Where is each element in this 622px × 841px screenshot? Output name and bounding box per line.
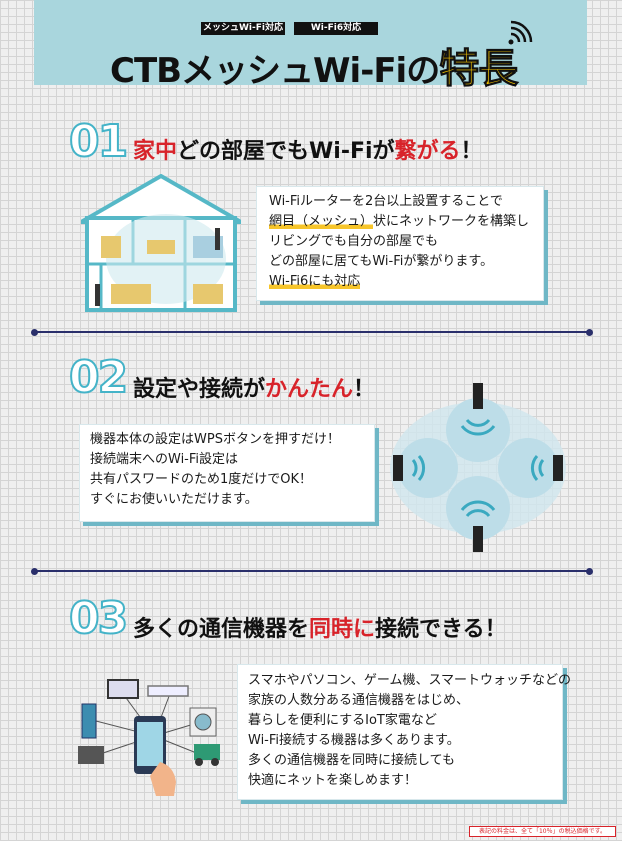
section-03-line: スマホやパソコン、ゲーム機、スマートウォッチなどの [248,673,572,688]
header-banner [34,0,587,85]
heading-01-part2: どの部屋でもWi-Fiが [177,139,395,164]
section-03-textbox: スマホやパソコン、ゲーム機、スマートウォッチなどの 家族の人数分ある通信機器をは… [237,664,572,800]
section-number-02: 02 [68,351,129,404]
heading-03-part1: 多くの通信機器を [133,617,310,642]
mesh-network-illustration [390,383,566,552]
divider-dot [586,568,593,575]
divider-dot [31,329,38,336]
heading-03-part2: 同時に [309,617,376,642]
section-01-line-rest: 状にネットワークを構築し [373,214,530,229]
section-02-line: 接続端末へのWi-Fi設定は [90,452,239,467]
section-01-textbox: Wi-Fiルーターを2台以上設置することで 網目（メッシュ）状にネットワークを構… [256,186,544,301]
wifi-signal-icon [508,20,533,45]
section-03-line: 暮らしを便利にするIoT家電など [248,713,437,728]
section-number-03: 03 [68,592,129,645]
divider [33,570,591,572]
divider-dot [31,568,38,575]
badge-mesh-wifi: メッシュWi-Fi対応 [201,22,285,35]
section-02-line: 機器本体の設定はWPSボタンを押すだけ！ [90,432,340,447]
section-03-line: 快適にネットを楽しめます！ [248,773,418,788]
section-heading-02: 設定や接続がかんたん！ [133,371,375,403]
section-02-textbox: 機器本体の設定はWPSボタンを押すだけ！ 接続端末へのWi-Fi設定は 共有パス… [79,424,375,522]
mesh-highlight: 網目（メッシュ） [269,214,374,229]
section-01-line: Wi-Fi6にも対応 [269,272,543,292]
footnote: 表記の料金は、全て「10％」の税込価格です。 [469,826,616,837]
divider [33,331,591,333]
section-heading-03: 多くの通信機器を同時に接続できる！ [133,611,507,643]
section-02-line: 共有パスワードのため1度だけでOK！ [90,472,313,487]
section-number-01: 01 [68,115,129,168]
devices-illustration [78,679,220,796]
heading-03-part3: 接続できる！ [375,617,507,642]
section-03-line: 家族の人数分ある通信機器をはじめ、 [248,693,470,708]
section-03-line: Wi-Fi接続する機器は多くあります。 [248,733,460,748]
section-01-line: どの部屋に居てもWi-Fiが繋がります。 [269,254,494,269]
section-01-line: リビングでも自分の部屋でも [269,234,439,249]
heading-01-part4: ！ [460,139,483,164]
badge-wifi6: Wi-Fi6対応 [294,22,378,35]
house-illustration [81,174,241,312]
heading-02-part3: ！ [353,377,376,402]
section-01-line: Wi-Fiルーターを2台以上設置することで [269,194,503,209]
heading-01-part3: 繋がる [394,139,461,164]
heading-02-part1: 設定や接続が [133,377,266,402]
page-title-main: CTBメッシュWi-Fiの [110,51,440,91]
heading-02-part2: かんたん [265,377,354,402]
heading-01-part1: 家中 [133,139,178,164]
wifi6-highlight: Wi-Fi6にも対応 [269,274,361,289]
section-01-line: 網目（メッシュ）状にネットワークを構築し [269,212,543,232]
divider-dot [586,329,593,336]
section-03-line: 多くの通信機器を同時に接続しても [248,753,455,768]
page-title: CTBメッシュWi-Fiの特長 [110,36,519,94]
section-02-line: すぐにお使いいただけます。 [90,492,258,507]
page-title-highlight: 特長 [439,46,519,93]
section-heading-01: 家中どの部屋でもWi-Fiが繋がる！ [133,133,483,165]
